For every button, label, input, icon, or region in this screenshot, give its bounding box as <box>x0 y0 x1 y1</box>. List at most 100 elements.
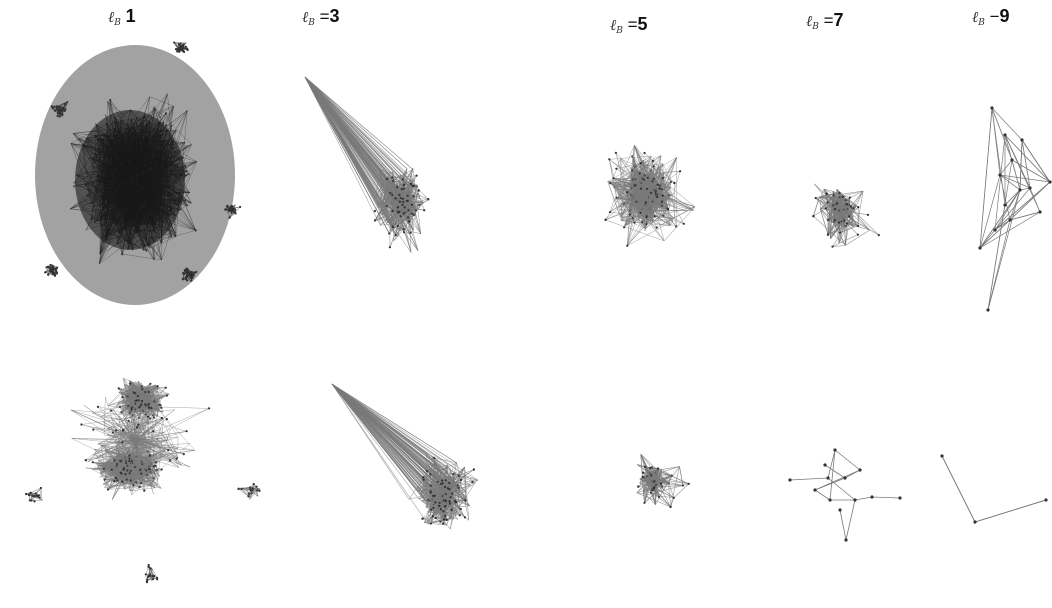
top1-lobe-node <box>185 275 188 278</box>
top3-core-node <box>417 189 420 192</box>
top3-core-node <box>409 182 412 185</box>
top3-node <box>427 198 430 201</box>
top1-lobe-node <box>190 279 193 282</box>
top3-edge <box>304 76 398 206</box>
top3-node <box>373 210 376 213</box>
top1-lobe-node <box>182 47 185 50</box>
top1-lobe-node <box>233 211 236 214</box>
column-label-lb5: ℓB =5 <box>610 14 648 36</box>
top3-core-node <box>410 212 413 215</box>
top1-lobe-node <box>52 268 55 271</box>
top1-lobe-node <box>191 277 194 280</box>
top1-lobe-node <box>224 208 227 211</box>
top3-core-node <box>396 206 400 209</box>
top1-lobe-node <box>53 109 57 112</box>
column-label-lb9: ℓB −9 <box>972 6 1010 28</box>
top3-node <box>396 224 400 228</box>
top1-lobe-node <box>230 204 233 208</box>
top1-edge <box>122 253 162 261</box>
top3-core-node <box>402 183 405 187</box>
top1-lobe-node <box>239 205 242 209</box>
top3-core-node <box>407 209 410 212</box>
top3-node <box>385 204 388 207</box>
top1-lobe-node <box>56 266 59 269</box>
top3-core-node <box>410 203 414 206</box>
top3-node <box>412 213 415 217</box>
top3-core-node <box>402 200 405 203</box>
top3-node <box>391 176 394 179</box>
top3-core-node <box>394 197 397 200</box>
top1-node <box>145 249 148 252</box>
top1-lobe-node <box>184 268 187 271</box>
top3-core-node <box>398 210 401 213</box>
top3-core-node <box>399 197 402 200</box>
top1-lobe-node <box>50 105 54 108</box>
top3-edge <box>380 224 391 226</box>
top1-lobe-node <box>187 271 190 274</box>
top3-edge <box>304 76 390 234</box>
top1-lobe-node <box>59 106 62 109</box>
top1-edge <box>161 215 177 260</box>
top1-lobe-node <box>61 113 64 116</box>
top1-lobe-node <box>189 271 192 274</box>
top1-lobe-node <box>53 273 57 276</box>
top1-lobe-node <box>64 108 67 111</box>
top1-lobe-node <box>53 105 56 108</box>
top1-lobe-node <box>58 115 61 118</box>
network-top-lb3 <box>304 76 430 253</box>
top3-node <box>414 209 418 212</box>
top3-core-node <box>406 199 409 203</box>
top3-node <box>408 220 411 223</box>
top3-node <box>389 191 392 194</box>
top1-lobe-node <box>226 205 229 208</box>
top3-node <box>373 219 376 222</box>
top3-core-node <box>403 206 406 209</box>
top1-lobe-node <box>182 272 185 275</box>
top3-core-node <box>396 186 399 189</box>
top1-lobe-node <box>173 41 176 44</box>
top3-core-node <box>398 193 401 197</box>
top1-lobe-node <box>185 279 189 282</box>
top1-lobe-node <box>52 265 55 268</box>
top1-node <box>165 124 168 127</box>
top1-lobe-node <box>181 278 184 281</box>
top3-node <box>385 177 388 181</box>
top1-lobe-node <box>47 265 50 268</box>
top3-node <box>388 246 391 249</box>
top3-edge <box>304 76 400 182</box>
column-label-lb1: ℓB 1 <box>108 6 136 28</box>
top3-node <box>388 232 391 235</box>
top3-core-node <box>400 188 403 191</box>
top1-lobe-node <box>55 271 58 274</box>
top3-core-node <box>402 187 405 190</box>
top1-lobe-node <box>44 271 47 274</box>
top1-lobe-node <box>179 42 182 45</box>
top1-edge <box>149 236 176 249</box>
network-top-lb1 <box>35 41 242 305</box>
top1-lobe-node <box>182 43 185 46</box>
top1-lobe-node <box>228 216 231 219</box>
top1-lobe-node <box>229 207 232 210</box>
top1-lobe-node <box>55 105 58 108</box>
top1-node <box>184 199 187 202</box>
top3-node <box>409 231 412 234</box>
top1-lobe-node <box>52 271 56 274</box>
top1-center-core <box>75 110 185 250</box>
top3-edge <box>304 76 387 200</box>
top1-node <box>164 112 168 115</box>
network-top-lb5 <box>604 144 696 247</box>
top1-lobe-node <box>176 49 179 53</box>
column-label-lb3: ℓB =3 <box>302 6 340 28</box>
top1-lobe-node <box>50 267 53 270</box>
top3-node <box>391 225 394 228</box>
top1-node <box>194 229 197 232</box>
top1-node <box>121 253 124 256</box>
top3-core-node <box>406 194 409 197</box>
top1-lobe-node <box>47 273 50 276</box>
top1-lobe-node <box>193 272 196 275</box>
top1-lobe-node <box>61 108 65 111</box>
top3-core-node <box>411 184 414 188</box>
top3-node <box>407 216 410 219</box>
